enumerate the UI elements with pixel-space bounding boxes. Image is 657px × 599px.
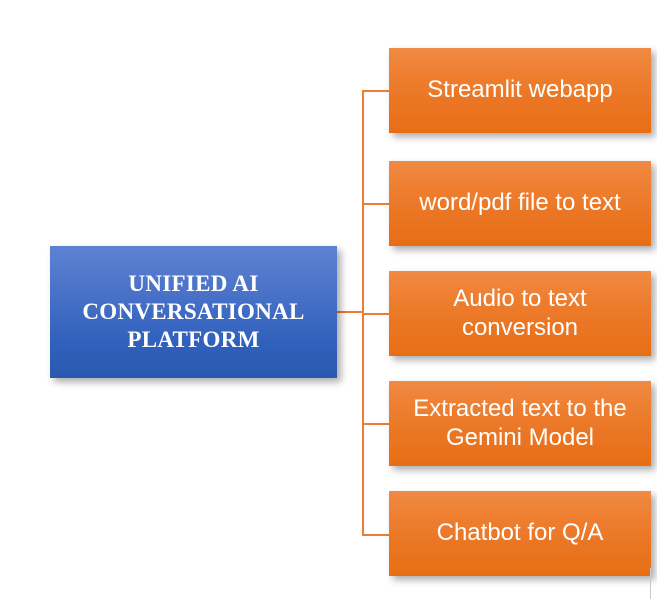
connector-branch-5 [362,534,389,536]
connector-root-stub [337,311,364,313]
root-node-unified-ai-conversational-platform[interactable]: UNIFIED AI CONVERSATIONAL PLATFORM [50,246,337,378]
leaf-node-label: Chatbot for Q/A [436,519,604,547]
leaf-node-extracted-text-to-gemini-model[interactable]: Extracted text to the Gemini Model [389,381,651,466]
connector-branch-3 [362,313,389,315]
leaf-node-audio-to-text-conversion[interactable]: Audio to text conversion [389,271,651,356]
root-node-label: UNIFIED AI CONVERSATIONAL PLATFORM [82,270,305,353]
connector-branch-2 [362,203,389,205]
connector-branch-4 [362,423,389,425]
leaf-node-label: Extracted text to the Gemini Model [413,394,627,451]
leaf-node-word-pdf-file-to-text[interactable]: word/pdf file to text [389,161,651,246]
connector-vertical-trunk [362,90,364,536]
leaf-node-label: Audio to text conversion [453,284,587,341]
leaf-node-chatbot-for-qa[interactable]: Chatbot for Q/A [389,491,651,576]
leaf-node-label: word/pdf file to text [419,189,621,217]
connector-branch-1 [362,90,389,92]
leaf-node-streamlit-webapp[interactable]: Streamlit webapp [389,48,651,133]
leaf-node-label: Streamlit webapp [427,76,613,104]
page-edge-artifact [650,568,651,599]
